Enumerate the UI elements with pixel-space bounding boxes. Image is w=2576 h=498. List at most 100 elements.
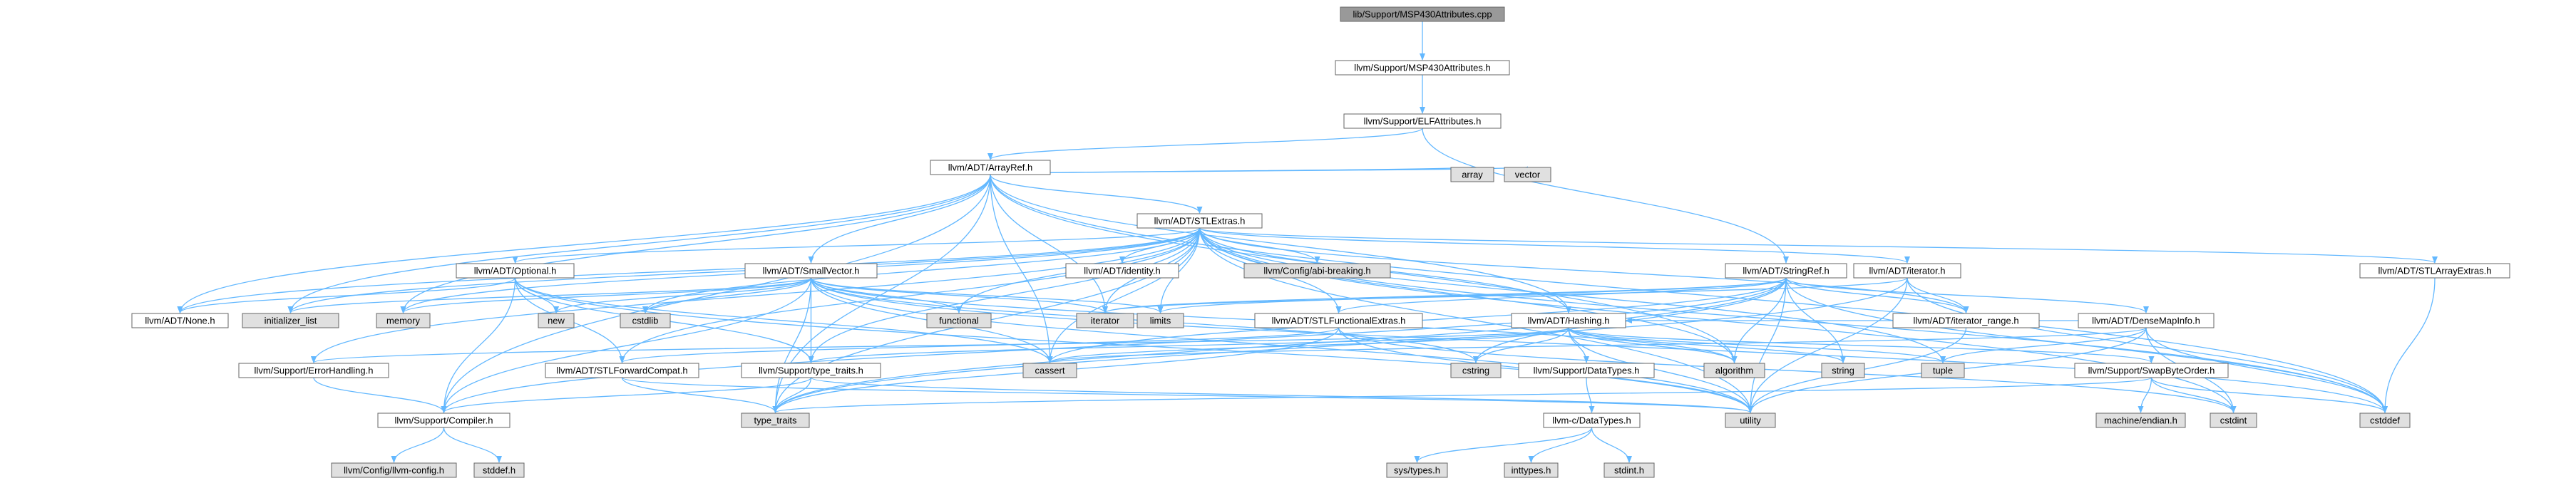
node-llvmconfig: llvm/Config/llvm-config.h bbox=[331, 462, 457, 478]
include-edge bbox=[619, 227, 1201, 363]
node-label: llvm/Config/abi-breaking.h bbox=[1263, 266, 1370, 276]
node-abibreaking: llvm/Config/abi-breaking.h bbox=[1243, 263, 1391, 279]
include-edge bbox=[1940, 327, 2147, 363]
node-label: llvm/Support/type_traits.h bbox=[759, 365, 863, 376]
include-edge bbox=[772, 277, 812, 413]
node-box bbox=[741, 363, 881, 378]
include-edge bbox=[287, 174, 991, 313]
node-box bbox=[331, 462, 457, 478]
node-label: cstdlib bbox=[632, 316, 659, 326]
node-elf[interactable]: llvm/Support/ELFAttributes.h bbox=[1343, 113, 1502, 129]
node-stlfunctionalextras[interactable]: llvm/ADT/STLFunctionalExtras.h bbox=[1254, 313, 1423, 328]
node-label: llvm-c/DataTypes.h bbox=[1552, 415, 1631, 426]
node-box bbox=[1511, 313, 1626, 328]
node-none[interactable]: llvm/ADT/None.h bbox=[131, 313, 229, 328]
node-optional[interactable]: llvm/ADT/Optional.h bbox=[456, 263, 575, 279]
include-edge bbox=[441, 277, 812, 413]
include-edge bbox=[772, 277, 1787, 413]
node-stdint: stdint.h bbox=[1603, 462, 1655, 478]
include-edge bbox=[810, 377, 1753, 413]
node-box bbox=[1603, 462, 1655, 478]
node-iteratorh[interactable]: llvm/ADT/iterator.h bbox=[1853, 263, 1961, 279]
node-label: stddef.h bbox=[483, 465, 515, 476]
node-label: llvm/Support/SwapByteOrder.h bbox=[2088, 365, 2215, 376]
include-edge bbox=[987, 128, 1423, 160]
include-edge bbox=[773, 377, 2152, 413]
include-edge bbox=[619, 327, 1340, 363]
include-edge bbox=[1047, 327, 2147, 363]
node-label: iterator bbox=[1091, 316, 1120, 326]
include-edge bbox=[1047, 227, 1201, 363]
node-swapbyteorder[interactable]: llvm/Support/SwapByteOrder.h bbox=[2074, 363, 2229, 378]
node-new: new bbox=[538, 313, 575, 328]
node-label: limits bbox=[1150, 316, 1171, 326]
node-box bbox=[1450, 167, 1494, 182]
node-compiler[interactable]: llvm/Support/Compiler.h bbox=[377, 413, 510, 428]
node-msp430[interactable]: llvm/Support/MSP430Attributes.h bbox=[1335, 60, 1510, 76]
node-box bbox=[2078, 313, 2215, 328]
include-edge bbox=[391, 427, 445, 463]
include-edge bbox=[311, 227, 1201, 363]
node-algorithm: algorithm bbox=[1703, 363, 1765, 378]
node-box bbox=[1853, 263, 1961, 279]
node-stlextras[interactable]: llvm/ADT/STLExtras.h bbox=[1136, 213, 1263, 229]
node-cdatatypes[interactable]: llvm-c/DataTypes.h bbox=[1543, 413, 1641, 428]
include-edge bbox=[441, 277, 1787, 413]
include-edge bbox=[621, 377, 779, 413]
node-layer: lib/Support/MSP430Attributes.cpp llvm/Sup… bbox=[131, 6, 2510, 478]
node-root: lib/Support/MSP430Attributes.cpp bbox=[1340, 6, 1505, 22]
node-machineendian: machine/endian.h bbox=[2095, 413, 2186, 428]
include-edge bbox=[1748, 277, 1908, 413]
include-edge bbox=[1568, 327, 1946, 363]
node-label: llvm/ADT/STLArrayExtras.h bbox=[2379, 266, 2492, 276]
include-edge bbox=[808, 327, 1569, 363]
node-box bbox=[242, 313, 339, 328]
include-edge bbox=[1102, 277, 1787, 313]
include-edge bbox=[2150, 377, 2388, 413]
node-hashing[interactable]: llvm/ADT/Hashing.h bbox=[1511, 313, 1626, 328]
node-label: lib/Support/MSP430Attributes.cpp bbox=[1353, 9, 1492, 20]
include-edge bbox=[1568, 327, 1753, 413]
node-cstring: cstring bbox=[1450, 363, 1502, 378]
node-box bbox=[1243, 263, 1391, 279]
include-edge bbox=[1591, 427, 1632, 463]
node-errorhandling[interactable]: llvm/Support/ErrorHandling.h bbox=[238, 363, 389, 378]
include-edge bbox=[514, 277, 1053, 363]
node-densemapinfo[interactable]: llvm/ADT/DenseMapInfo.h bbox=[2078, 313, 2215, 328]
node-box bbox=[1340, 6, 1505, 22]
node-label: llvm/Support/ErrorHandling.h bbox=[255, 365, 374, 376]
include-edge bbox=[313, 377, 447, 413]
node-label: cstring bbox=[1462, 365, 1489, 376]
node-label: llvm/ADT/DenseMapInfo.h bbox=[2092, 316, 2200, 326]
node-box bbox=[1386, 462, 1448, 478]
node-box bbox=[131, 313, 229, 328]
include-edge bbox=[1907, 277, 1969, 313]
node-stringref[interactable]: llvm/ADT/StringRef.h bbox=[1725, 263, 1847, 279]
node-box bbox=[473, 462, 525, 478]
include-edge bbox=[621, 377, 1753, 413]
node-stlforwardcompat[interactable]: llvm/ADT/STLForwardCompat.h bbox=[545, 363, 699, 378]
node-arrayref[interactable]: llvm/ADT/ArrayRef.h bbox=[930, 160, 1051, 175]
include-edge bbox=[177, 174, 991, 313]
node-label: llvm/Support/MSP430Attributes.h bbox=[1354, 63, 1490, 73]
node-typetraitsh[interactable]: llvm/Support/type_traits.h bbox=[741, 363, 881, 378]
include-edge bbox=[1473, 327, 1569, 363]
node-stlarrayextras[interactable]: llvm/ADT/STLArrayExtras.h bbox=[2359, 263, 2510, 279]
node-box bbox=[2095, 413, 2186, 428]
node-iterator: iterator bbox=[1076, 313, 1134, 328]
node-label: llvm/ADT/StringRef.h bbox=[1743, 266, 1829, 276]
node-label: llvm/ADT/STLExtras.h bbox=[1154, 216, 1246, 227]
node-datatypes[interactable]: llvm/Support/DataTypes.h bbox=[1518, 363, 1655, 378]
node-box bbox=[1022, 363, 1077, 378]
include-edge bbox=[1157, 277, 1787, 313]
node-box bbox=[2359, 263, 2510, 279]
node-box bbox=[1343, 113, 1502, 129]
include-edge bbox=[1422, 128, 1789, 264]
node-identity[interactable]: llvm/ADT/identity.h bbox=[1065, 263, 1179, 279]
node-functional: functional bbox=[926, 313, 992, 328]
node-label: llvm/Config/llvm-config.h bbox=[344, 465, 444, 476]
node-iterrange[interactable]: llvm/ADT/iterator_range.h bbox=[1892, 313, 2040, 328]
node-tuple: tuple bbox=[1921, 363, 1965, 378]
node-label: llvm/ADT/None.h bbox=[145, 316, 215, 326]
node-smallvector[interactable]: llvm/ADT/SmallVector.h bbox=[744, 263, 878, 279]
